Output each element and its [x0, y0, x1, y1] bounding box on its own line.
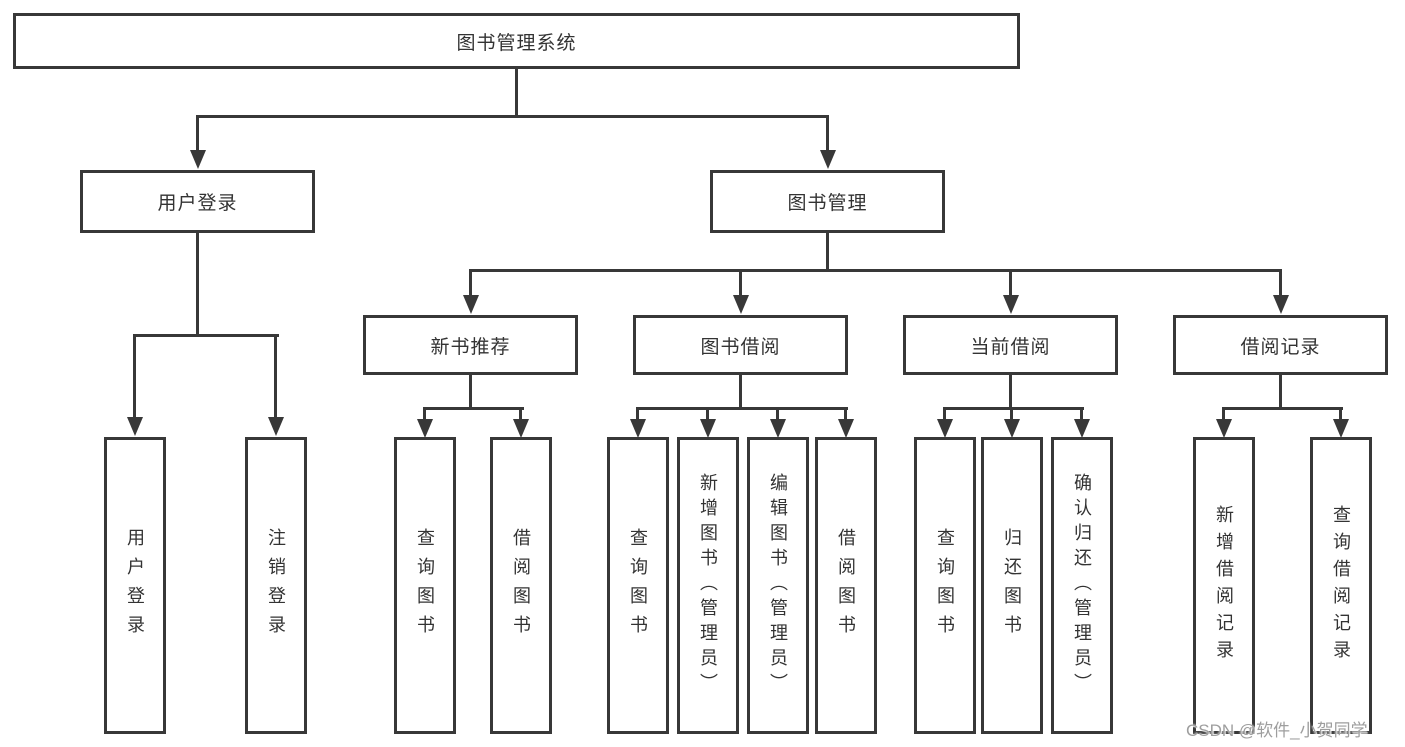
node-label: 查询图书	[935, 527, 955, 644]
node-label: 借阅图书	[836, 527, 856, 644]
connector-line-horizontal	[423, 407, 524, 410]
connector-line-vertical	[739, 375, 742, 410]
arrow-stem	[706, 407, 709, 421]
arrow-stem	[133, 334, 136, 419]
arrowhead-down-icon	[1333, 419, 1349, 438]
arrowhead-down-icon	[820, 150, 836, 169]
node-label: 新增图书（管理员）	[698, 473, 718, 698]
node-label: 新书推荐	[430, 336, 511, 358]
arrow-stem	[1010, 407, 1013, 421]
node-label: 图书借阅	[700, 336, 781, 358]
node-user-login-action: 用户登录	[104, 437, 166, 734]
csdn-watermark: CSDN @软件_小贺同学	[1186, 721, 1368, 740]
node-borrow-books-recommend: 借阅图书	[490, 437, 552, 734]
node-query-borrow-record: 查询借阅记录	[1310, 437, 1372, 734]
node-query-books-current: 查询图书	[914, 437, 976, 734]
node-label: 注销登录	[266, 527, 286, 644]
connector-line-horizontal	[469, 269, 1282, 272]
arrow-stem	[196, 115, 199, 152]
arrow-stem	[519, 407, 522, 421]
arrowhead-down-icon	[733, 295, 749, 314]
node-label: 图书管理系统	[456, 32, 577, 54]
arrow-stem	[826, 115, 829, 152]
arrow-stem	[636, 407, 639, 421]
arrowhead-down-icon	[630, 419, 646, 438]
arrowhead-down-icon	[1004, 419, 1020, 438]
node-query-books-recommend: 查询图书	[394, 437, 456, 734]
connector-line-vertical	[515, 69, 518, 118]
arrowhead-down-icon	[838, 419, 854, 438]
node-label: 用户登录	[125, 527, 145, 644]
node-book-borrowing: 图书借阅	[633, 315, 848, 375]
arrowhead-down-icon	[463, 295, 479, 314]
arrow-stem	[469, 269, 472, 297]
node-user-login: 用户登录	[80, 170, 315, 233]
arrow-stem	[1009, 269, 1012, 297]
connector-line-horizontal	[196, 115, 829, 118]
arrowhead-down-icon	[127, 417, 143, 436]
node-return-books: 归还图书	[981, 437, 1043, 734]
node-label: 编辑图书（管理员）	[768, 473, 788, 698]
arrow-stem	[844, 407, 847, 421]
arrow-stem	[943, 407, 946, 421]
node-current-borrowing: 当前借阅	[903, 315, 1118, 375]
node-library-system: 图书管理系统	[13, 13, 1020, 69]
node-label: 借阅图书	[511, 527, 531, 644]
node-label: 图书管理	[787, 193, 868, 214]
arrowhead-down-icon	[513, 419, 529, 438]
arrow-stem	[1080, 407, 1083, 421]
arrowhead-down-icon	[190, 150, 206, 169]
connector-line-vertical	[1279, 375, 1282, 410]
node-label: 查询图书	[415, 527, 435, 644]
node-label: 查询图书	[628, 527, 648, 644]
connector-line-horizontal	[1222, 407, 1343, 410]
arrowhead-down-icon	[1003, 295, 1019, 314]
connector-line-horizontal	[133, 334, 279, 337]
node-logout: 注销登录	[245, 437, 307, 734]
node-label: 新增借阅记录	[1214, 504, 1234, 667]
arrow-stem	[1222, 407, 1225, 421]
arrowhead-down-icon	[1074, 419, 1090, 438]
arrow-stem	[1279, 269, 1282, 297]
node-label: 借阅记录	[1240, 336, 1321, 358]
node-add-borrow-record: 新增借阅记录	[1193, 437, 1255, 734]
connector-line-vertical	[1009, 375, 1012, 410]
connector-line-vertical	[196, 233, 199, 337]
connector-line-vertical	[826, 233, 829, 272]
arrow-stem	[776, 407, 779, 421]
arrow-stem	[1339, 407, 1342, 421]
arrowhead-down-icon	[1273, 295, 1289, 314]
node-confirm-return-admin: 确认归还（管理员）	[1051, 437, 1113, 734]
arrowhead-down-icon	[770, 419, 786, 438]
arrowhead-down-icon	[700, 419, 716, 438]
connector-line-vertical	[469, 375, 472, 410]
node-borrow-books-borrowing: 借阅图书	[815, 437, 877, 734]
arrow-stem	[423, 407, 426, 421]
node-label: 查询借阅记录	[1331, 504, 1351, 667]
node-label: 当前借阅	[970, 336, 1051, 358]
node-query-books-borrowing: 查询图书	[607, 437, 669, 734]
arrowhead-down-icon	[1216, 419, 1232, 438]
node-edit-books-admin: 编辑图书（管理员）	[747, 437, 809, 734]
node-borrow-records: 借阅记录	[1173, 315, 1388, 375]
connector-line-horizontal	[636, 407, 848, 410]
node-add-books-admin: 新增图书（管理员）	[677, 437, 739, 734]
arrow-stem	[739, 269, 742, 297]
node-label: 用户登录	[157, 193, 238, 214]
arrowhead-down-icon	[417, 419, 433, 438]
arrow-stem	[274, 334, 277, 419]
connector-line-horizontal	[943, 407, 1084, 410]
arrowhead-down-icon	[268, 417, 284, 436]
arrowhead-down-icon	[937, 419, 953, 438]
node-new-book-recommend: 新书推荐	[363, 315, 578, 375]
node-label: 确认归还（管理员）	[1072, 473, 1092, 698]
node-book-management: 图书管理	[710, 170, 945, 233]
node-label: 归还图书	[1002, 527, 1022, 644]
